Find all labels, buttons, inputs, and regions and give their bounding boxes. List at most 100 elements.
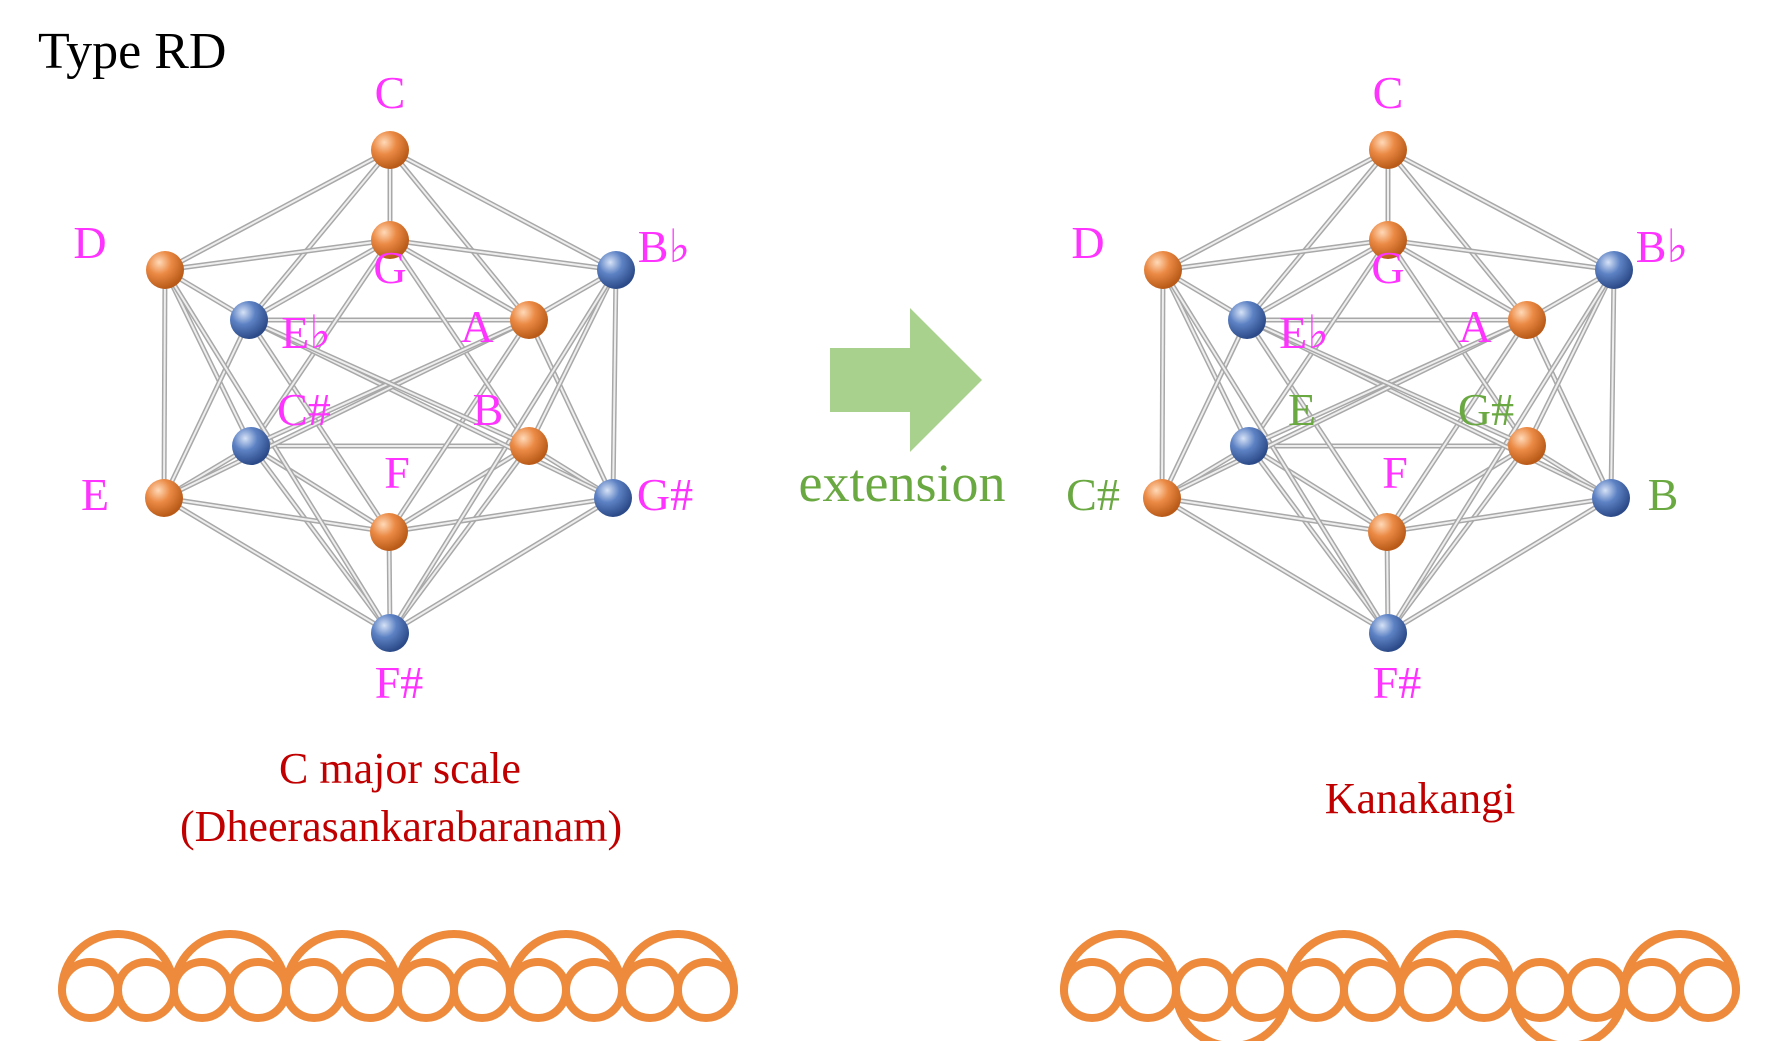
right-caption-line-1: Kanakangi <box>1324 774 1516 823</box>
right-large-arc <box>1396 930 1516 994</box>
right-large-arc <box>1172 986 1292 1041</box>
left-small-ring <box>226 958 290 1022</box>
edge-Fs-E-highlight <box>163 497 391 634</box>
left-small-ring <box>562 958 626 1022</box>
edge-Eb-G-highlight <box>1246 239 1389 321</box>
left-small-ring <box>58 958 122 1022</box>
right-node-eb <box>1228 301 1266 339</box>
edge-G-B-highlight <box>389 239 530 447</box>
right-small-ring <box>1508 958 1572 1022</box>
left-node-label-b: B <box>473 384 504 435</box>
left-node-label-f: F <box>384 447 410 498</box>
edge-Fs-Gs-highlight <box>1387 497 1612 634</box>
left-node-b <box>510 427 548 465</box>
right-node-f <box>1368 513 1406 551</box>
edge-G-Bb-highlight <box>1387 239 1615 271</box>
right-ring-pattern <box>1060 930 1740 1041</box>
left-large-arc <box>58 930 178 994</box>
right-node-label-c: C <box>1373 67 1404 118</box>
edge-G-A-highlight <box>1387 239 1528 321</box>
edge-G-Cs-highlight <box>1248 239 1389 447</box>
edge-A-Gs-highlight <box>1526 319 1612 499</box>
right-small-ring <box>1284 958 1348 1022</box>
left-small-ring <box>450 958 514 1022</box>
edge-C-Bb-highlight <box>389 149 617 271</box>
diagram-title: Type RD <box>38 23 227 80</box>
right-node-label-g: G <box>1371 242 1404 293</box>
left-small-ring <box>506 958 570 1022</box>
edge-Cs-F-highlight <box>250 445 390 533</box>
right-large-arc <box>1508 986 1628 1041</box>
right-node-d <box>1144 251 1182 289</box>
edge-D-G-highlight <box>164 239 391 271</box>
edge-B-Eb-highlight <box>248 319 530 447</box>
edge-D-Cs-highlight <box>164 269 252 447</box>
edge-Bb-Gs-highlight <box>612 269 617 499</box>
edge-Eb-F-highlight <box>248 319 390 533</box>
right-node-gs <box>1592 479 1630 517</box>
edge-G-B-highlight <box>1387 239 1528 447</box>
edge-B-Eb-highlight <box>1246 319 1528 447</box>
left-graph-edges <box>161 147 619 636</box>
edge-G-A-highlight <box>389 239 530 321</box>
left-small-ring <box>114 958 178 1022</box>
edge-A-Gs-highlight <box>528 319 614 499</box>
left-node-cs <box>232 427 270 465</box>
right-node-label-bb: B♭ <box>1636 221 1688 272</box>
right-small-ring <box>1060 958 1124 1022</box>
edge-C-D-highlight <box>164 149 391 271</box>
left-small-ring <box>394 958 458 1022</box>
edge-A-F-highlight <box>1386 319 1528 533</box>
edge-Fs-Gs-highlight <box>389 497 614 634</box>
edge-D-Cs-highlight <box>1162 269 1250 447</box>
edge-Bb-Gs-highlight <box>1610 269 1615 499</box>
right-node-fs <box>1369 614 1407 652</box>
edge-Fs-E-highlight <box>1161 497 1389 634</box>
edge-C-D-highlight <box>1162 149 1389 271</box>
right-node-g <box>1369 221 1407 259</box>
left-node-c <box>371 131 409 169</box>
left-small-ring <box>618 958 682 1022</box>
right-node-c <box>1369 131 1407 169</box>
left-large-arc <box>618 930 738 994</box>
edge-Eb-F-highlight <box>1246 319 1388 533</box>
right-small-ring <box>1620 958 1684 1022</box>
extension-arrow-icon <box>830 308 982 452</box>
left-node-label-c: C <box>375 67 406 118</box>
right-node-label-fs: F# <box>1373 657 1422 708</box>
left-node-label-d: D <box>73 217 106 268</box>
left-node-label-e: E <box>81 469 109 520</box>
left-caption: C major scale (Dheerasankarabaranam) <box>180 740 622 856</box>
edge-E-F-highlight <box>1161 497 1388 533</box>
edge-Bb-Fs-highlight <box>1387 269 1615 634</box>
right-node-label-a: A <box>1458 301 1491 352</box>
left-large-arc <box>506 930 626 994</box>
edge-Fs-B-highlight <box>1387 445 1528 634</box>
right-node-label-e: C# <box>1066 469 1120 520</box>
left-ring-pattern <box>58 930 738 1022</box>
edge-D-E-highlight <box>163 269 166 499</box>
left-small-ring <box>170 958 234 1022</box>
left-large-arc <box>394 930 514 994</box>
left-node-label-eb: E♭ <box>281 307 331 358</box>
edge-Fs-Cs-highlight <box>250 445 391 634</box>
edge-G-Bb-highlight <box>389 239 617 271</box>
left-node-g <box>371 221 409 259</box>
right-small-ring <box>1564 958 1628 1022</box>
left-small-ring <box>338 958 402 1022</box>
right-node-label-b: G# <box>1458 384 1514 435</box>
left-node-label-a: A <box>460 301 493 352</box>
right-small-ring <box>1116 958 1180 1022</box>
edge-F-Gs-highlight <box>1386 497 1612 533</box>
edge-C-Eb-highlight <box>248 149 391 321</box>
left-node-fs <box>371 614 409 652</box>
edge-Eb-E-highlight <box>1161 319 1248 499</box>
arrow-label: extension <box>798 453 1006 513</box>
left-small-ring <box>282 958 346 1022</box>
edge-C-A-highlight <box>1387 149 1528 321</box>
edge-D-G-highlight <box>1162 239 1389 271</box>
edge-Bb-B-highlight <box>528 269 617 447</box>
edge-Bb-B-highlight <box>1526 269 1615 447</box>
